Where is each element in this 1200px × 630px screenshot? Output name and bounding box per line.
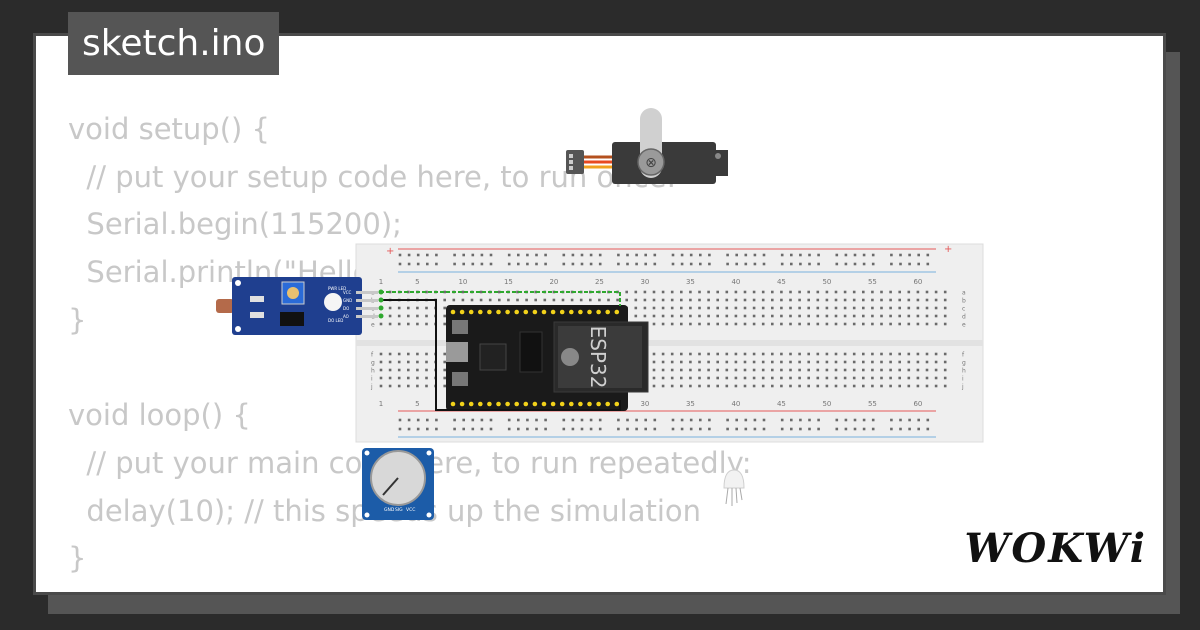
wires [378,289,621,411]
column-number: 10 [458,278,467,286]
row-letter: i [371,376,373,383]
column-number: 50 [822,278,831,286]
row-letter: g [371,360,375,367]
row-letter: h [962,368,966,375]
row-letter: j [961,384,964,391]
svg-text:VCC: VCC [343,290,352,295]
row-letter: c [962,306,965,313]
code-line: // put your main code here, to run repea… [86,445,752,480]
row-letter: i [962,376,964,383]
column-number: 60 [913,278,922,286]
row-letter: f [962,352,965,359]
svg-text:⊗: ⊗ [645,155,657,171]
row-letter: g [962,360,966,367]
column-number: 1 [379,278,383,286]
row-letter: a [962,290,966,297]
esp32-label: ESP32 [586,326,610,389]
column-number: 55 [868,278,877,286]
column-number: 15 [504,278,513,286]
code-line: } [68,541,87,576]
wokwi-logo: WOKWi [964,525,1147,572]
column-number: 30 [640,400,649,408]
boot-button[interactable] [452,372,468,386]
row-letter: e [371,322,375,329]
code-line: void setup() { [68,112,270,146]
column-number: 55 [868,400,877,408]
svg-text:AO: AO [343,314,349,319]
ldr-module[interactable]: PWR LED DO LED VCC GND DO AO [216,277,378,335]
column-number: 40 [731,278,740,286]
row-letter: h [371,368,375,375]
code-line: } [68,302,87,337]
row-letter: d [962,314,966,321]
photoresistor [216,299,234,313]
column-number: 25 [595,278,604,286]
column-number: 1 [379,400,383,408]
column-number: 40 [731,400,740,408]
svg-text:VCC: VCC [406,507,415,513]
esp32-board[interactable]: ESP32 [446,305,649,411]
reset-button[interactable] [452,320,468,334]
column-number: 60 [913,400,922,408]
row-letter: e [962,322,966,329]
servo-motor[interactable]: ⊗ [566,108,728,184]
potentiometer[interactable]: GND SIG VCC [362,448,434,520]
column-number: 20 [549,278,558,286]
svg-text:GND: GND [384,507,395,513]
row-letter: b [962,298,966,305]
svg-text:DO: DO [343,306,349,311]
file-tab[interactable]: sketch.ino [68,12,280,75]
rgb-led[interactable] [723,469,745,506]
svg-text:PWR LED: PWR LED [328,286,346,291]
code-line: Serial.begin(115200); [68,207,402,242]
column-number: 50 [822,400,831,408]
column-number: 5 [415,400,419,408]
column-number: 35 [686,400,695,408]
svg-text:SIG: SIG [395,507,403,513]
column-number: 30 [640,278,649,286]
row-letter: j [370,384,373,391]
svg-text:DO LED: DO LED [328,318,343,323]
column-number: 35 [686,278,695,286]
row-letter: f [371,352,374,359]
column-number: 45 [777,400,786,408]
espressif-logo-icon [561,348,579,366]
svg-text:GND: GND [343,298,352,303]
column-number: 5 [415,278,419,286]
svg-text:+: + [944,244,952,255]
column-number: 45 [777,278,786,286]
code-line: void loop() { [68,398,251,433]
svg-text:+: + [386,246,394,257]
